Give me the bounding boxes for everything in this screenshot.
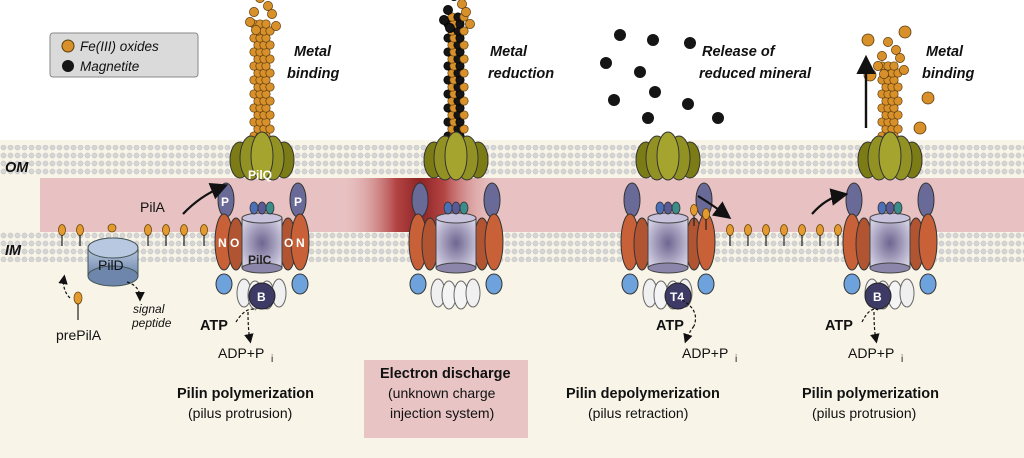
svg-text:i: i xyxy=(901,354,903,365)
assembly-stage-4 xyxy=(842,131,938,310)
stage-2-sub-2: injection system) xyxy=(390,405,494,421)
n-right-label: N xyxy=(296,236,305,250)
stage-3-top-1: Release of xyxy=(702,44,777,60)
pilb-atpase-4 xyxy=(864,282,892,310)
svg-text:i: i xyxy=(271,354,273,365)
stage-2-top-1: Metal xyxy=(490,44,528,60)
pild-label: PilD xyxy=(98,257,124,273)
svg-text:ADP+P: ADP+P xyxy=(682,345,728,361)
signal-label-2: peptide xyxy=(131,316,172,330)
t4-label: T4 xyxy=(670,290,684,304)
stage-2-sub-1: (unknown charge xyxy=(388,385,496,401)
outer-membrane xyxy=(0,145,1024,175)
pila-arrow xyxy=(182,183,229,215)
magnetite-swatch xyxy=(62,60,74,72)
pilb-atpase xyxy=(248,282,276,310)
stage-3-title: Pilin depolymerization xyxy=(566,386,720,402)
svg-text:ATP: ATP xyxy=(200,318,228,334)
o-right-label: O xyxy=(284,236,293,250)
prepila xyxy=(58,274,83,320)
stage-3-sub: (pilus retraction) xyxy=(588,405,688,421)
svg-text:ATP: ATP xyxy=(656,318,684,334)
svg-text:ADP+P: ADP+P xyxy=(218,345,264,361)
p-left-label: P xyxy=(221,195,229,209)
n-label: N xyxy=(218,236,227,250)
released-magnetite xyxy=(600,29,724,124)
atp-stage-4: ATP ADP+P i xyxy=(825,308,903,365)
pilus-stage-1 xyxy=(245,0,281,155)
pilt4-atpase xyxy=(664,282,692,310)
assembly-stage-3 xyxy=(620,131,716,310)
retraction-arrow xyxy=(697,195,732,219)
legend-magnetite-label: Magnetite xyxy=(80,59,139,74)
legend: Fe(III) oxides Magnetite xyxy=(49,32,199,78)
om-label: OM xyxy=(5,160,29,176)
signal-arrow xyxy=(126,281,145,302)
pilc-label: PilC xyxy=(248,253,272,267)
svg-text:ATP: ATP xyxy=(825,318,853,334)
pilq-label: PilQ xyxy=(248,168,272,182)
stage-1-top-1: Metal xyxy=(294,44,332,60)
stage-4-top-2: binding xyxy=(922,66,974,82)
discharge-box xyxy=(364,360,528,438)
incoming-arrow xyxy=(811,188,849,215)
pila-label: PilA xyxy=(140,199,166,215)
stage-4-top-1: Metal xyxy=(926,44,964,60)
stage-4-sub: (pilus protrusion) xyxy=(812,405,916,421)
im-label: IM xyxy=(5,243,22,259)
svg-text:i: i xyxy=(735,354,737,365)
b-label-1: B xyxy=(257,290,266,304)
legend-fe-label: Fe(III) oxides xyxy=(80,39,159,54)
signal-label-1: signal xyxy=(133,302,165,316)
legend-box xyxy=(49,32,199,78)
prepila-label: prePilA xyxy=(56,327,102,343)
pild xyxy=(87,223,139,287)
p-right-label: P xyxy=(294,195,302,209)
stage-4-title: Pilin polymerization xyxy=(802,386,939,402)
stage-1-sub: (pilus protrusion) xyxy=(188,405,292,421)
fe-oxide-swatch xyxy=(61,39,75,53)
stage-2-top-2: reduction xyxy=(488,66,554,82)
atp-stage-1: ATP ADP+P i xyxy=(200,308,273,365)
stage-2-title: Electron discharge xyxy=(380,366,511,382)
b-label-4: B xyxy=(873,290,882,304)
assembly-stage-1 xyxy=(214,131,310,310)
pilus-stage-2 xyxy=(439,0,475,155)
stage-1-top-2: binding xyxy=(287,66,339,82)
atp-stage-3: ATP ADP+P i xyxy=(656,299,737,365)
stage-3-top-2: reduced mineral xyxy=(699,66,812,82)
stage-1-title: Pilin polymerization xyxy=(177,386,314,402)
o-left-label: O xyxy=(230,236,239,250)
svg-text:ADP+P: ADP+P xyxy=(848,345,894,361)
